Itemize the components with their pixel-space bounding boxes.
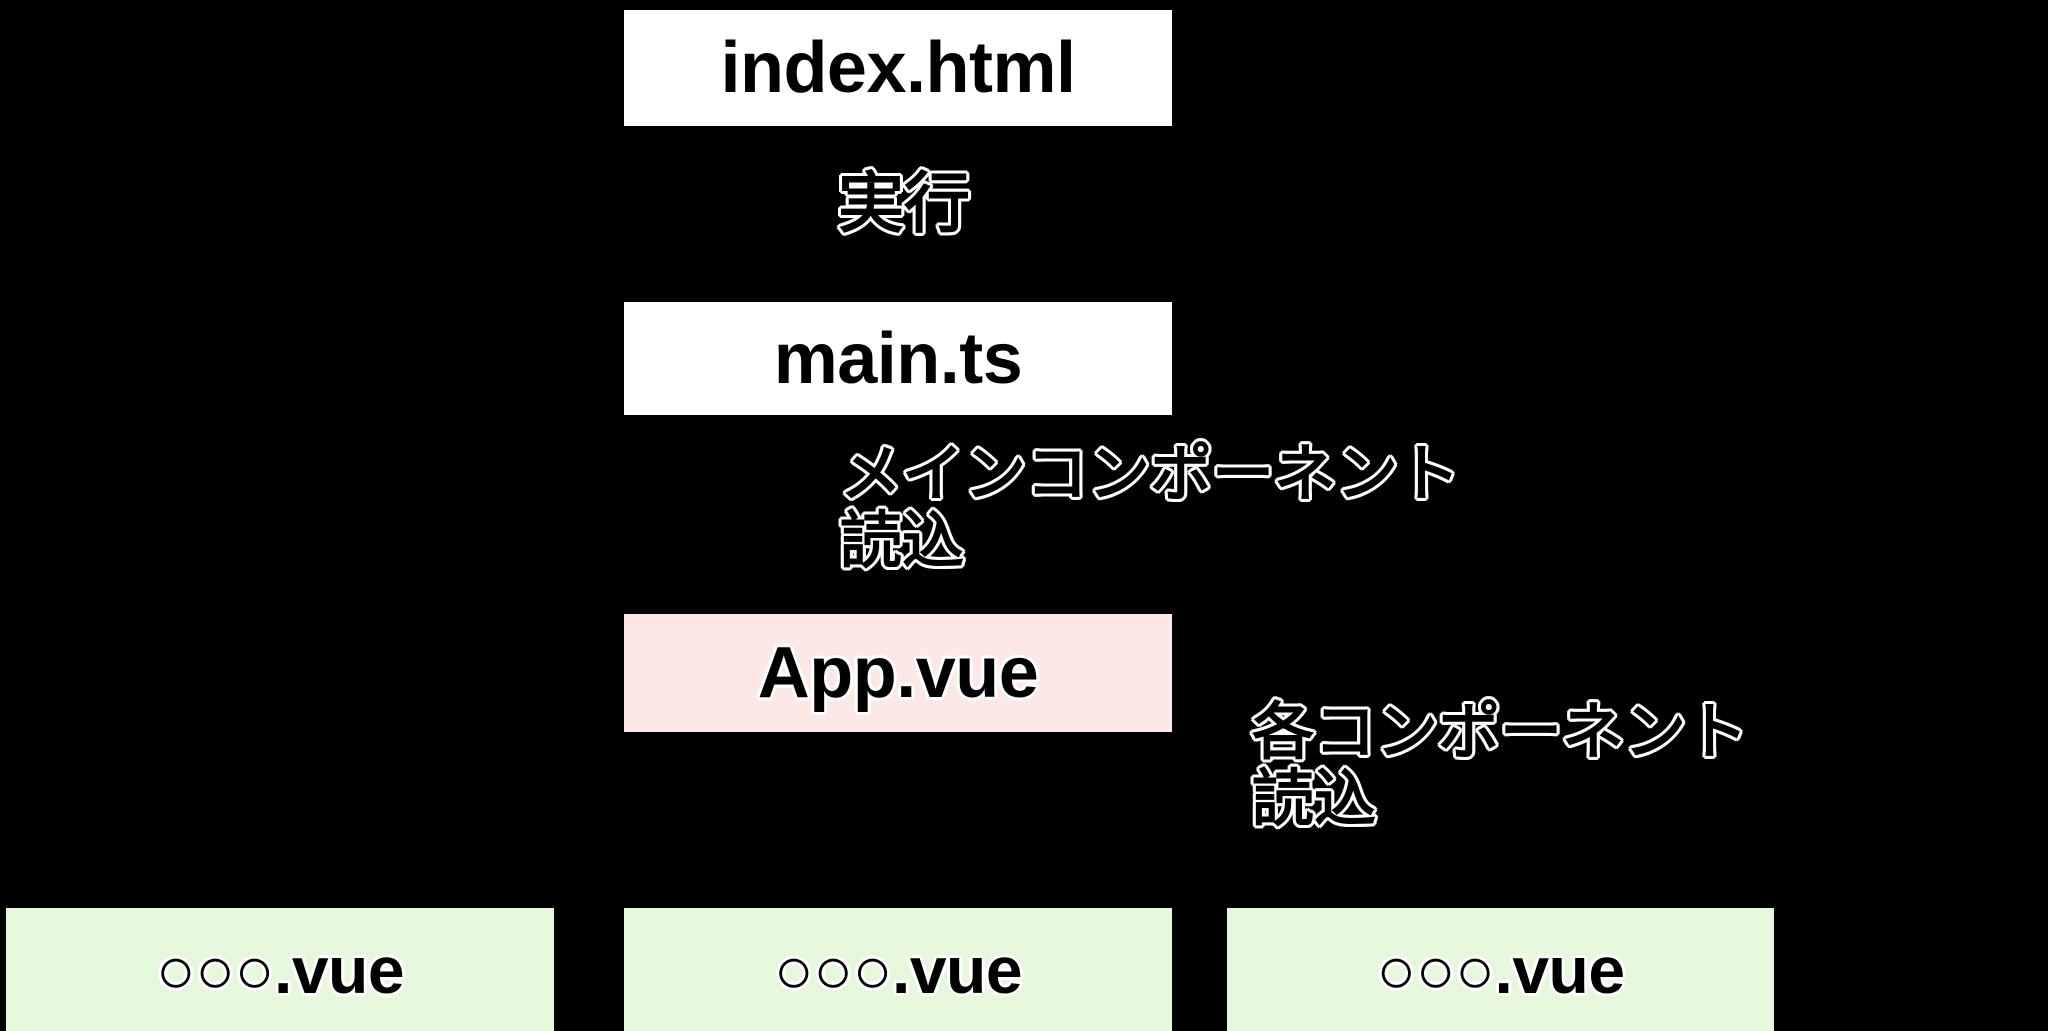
node-main-ts[interactable]: main.ts xyxy=(624,302,1172,415)
node-index-html-label: index.html xyxy=(720,28,1076,108)
node-component-vue-1[interactable]: ○○○.vue xyxy=(6,908,554,1031)
node-app-vue[interactable]: App.vue xyxy=(624,614,1172,732)
node-component-vue-3[interactable]: ○○○.vue xyxy=(1227,908,1774,1031)
annotation-load-main-component: メインコンポーネント 読込 xyxy=(840,440,1461,576)
node-index-html[interactable]: index.html xyxy=(624,10,1172,126)
node-component-vue-2[interactable]: ○○○.vue xyxy=(624,908,1172,1031)
node-component-vue-3-label: ○○○.vue xyxy=(1376,932,1625,1007)
node-main-ts-label: main.ts xyxy=(773,318,1023,399)
annotation-run: 実行 xyxy=(838,166,970,240)
annotation-load-each-component: 各コンポーネント 読込 xyxy=(1252,698,1749,834)
node-component-vue-1-label: ○○○.vue xyxy=(155,932,405,1007)
node-app-vue-label: App.vue xyxy=(757,633,1039,713)
node-component-vue-2-label: ○○○.vue xyxy=(773,932,1023,1007)
